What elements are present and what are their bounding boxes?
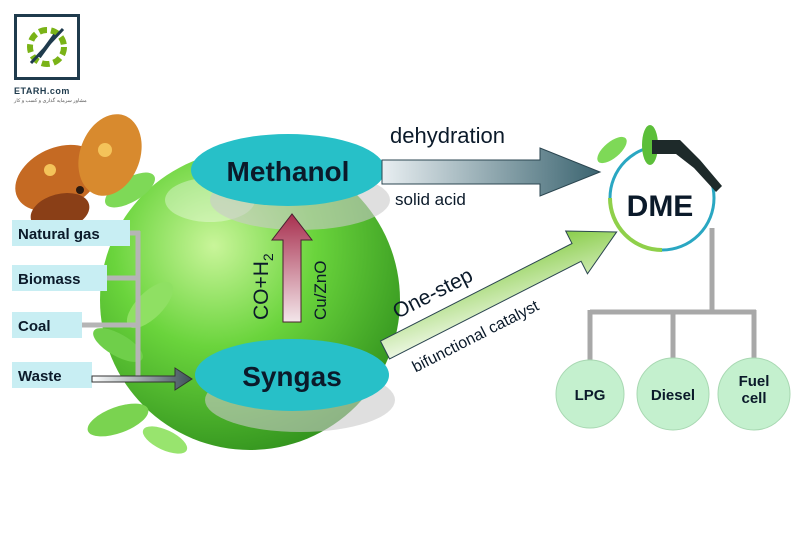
- source-box-natural-gas: [12, 220, 130, 246]
- syngas-to-methanol-arrow: [270, 213, 314, 323]
- solid-acid-label: solid acid: [395, 190, 466, 209]
- waste-to-syngas-arrow: [91, 367, 193, 391]
- logo-tagline: مشاور سرمایه گذاری و کسب و کار: [14, 98, 87, 104]
- one-step-arrow: [379, 230, 618, 360]
- dehydration-arrow: [381, 147, 602, 197]
- logo-name: ETARH.com: [14, 86, 70, 96]
- one-step-arrow-group: One-step bifunctional catalyst: [379, 230, 618, 376]
- source-box-biomass: [12, 265, 107, 291]
- gear-leaf-icon: [27, 27, 67, 67]
- source-box-coal: [12, 312, 82, 338]
- dehydration-label: dehydration: [390, 123, 505, 148]
- dme-leaf-2: [642, 125, 658, 165]
- syngas-node: [195, 339, 389, 411]
- source-natural-gas: Natural gas: [18, 226, 100, 243]
- source-waste: Waste: [18, 368, 62, 385]
- product-fuel-cell-label: Fuel cell: [738, 373, 770, 407]
- reactants-label: CO+H2: [250, 253, 276, 320]
- methanol-label: Methanol: [227, 156, 350, 187]
- dme-leaf: [597, 136, 627, 164]
- product-lpg: [555, 359, 625, 429]
- butterfly-icon: [15, 114, 142, 232]
- dme-ring-accent: [608, 197, 663, 252]
- syngas-label: Syngas: [242, 361, 342, 392]
- product-fuel-cell: [717, 357, 791, 431]
- source-connectors: [82, 230, 141, 382]
- product-connectors: [587, 228, 757, 362]
- source-list: Natural gas Biomass Coal Waste: [12, 220, 130, 388]
- source-coal: Coal: [18, 318, 51, 335]
- product-diesel-label: Diesel: [651, 387, 695, 404]
- catalyst-cuzno-label: Cu/ZnO: [311, 260, 330, 320]
- logo-emblem: [14, 14, 80, 80]
- methanol-node: [191, 134, 385, 206]
- product-fuel-cell-label-wrap: Fuel cell: [738, 373, 770, 407]
- product-diesel: [636, 357, 710, 431]
- dme-label: DME: [627, 190, 694, 223]
- source-box-waste: [12, 362, 92, 388]
- source-biomass: Biomass: [18, 271, 81, 288]
- dme-node: DME: [597, 125, 722, 252]
- fuel-nozzle-icon: [652, 140, 722, 192]
- product-lpg-label: LPG: [575, 387, 606, 404]
